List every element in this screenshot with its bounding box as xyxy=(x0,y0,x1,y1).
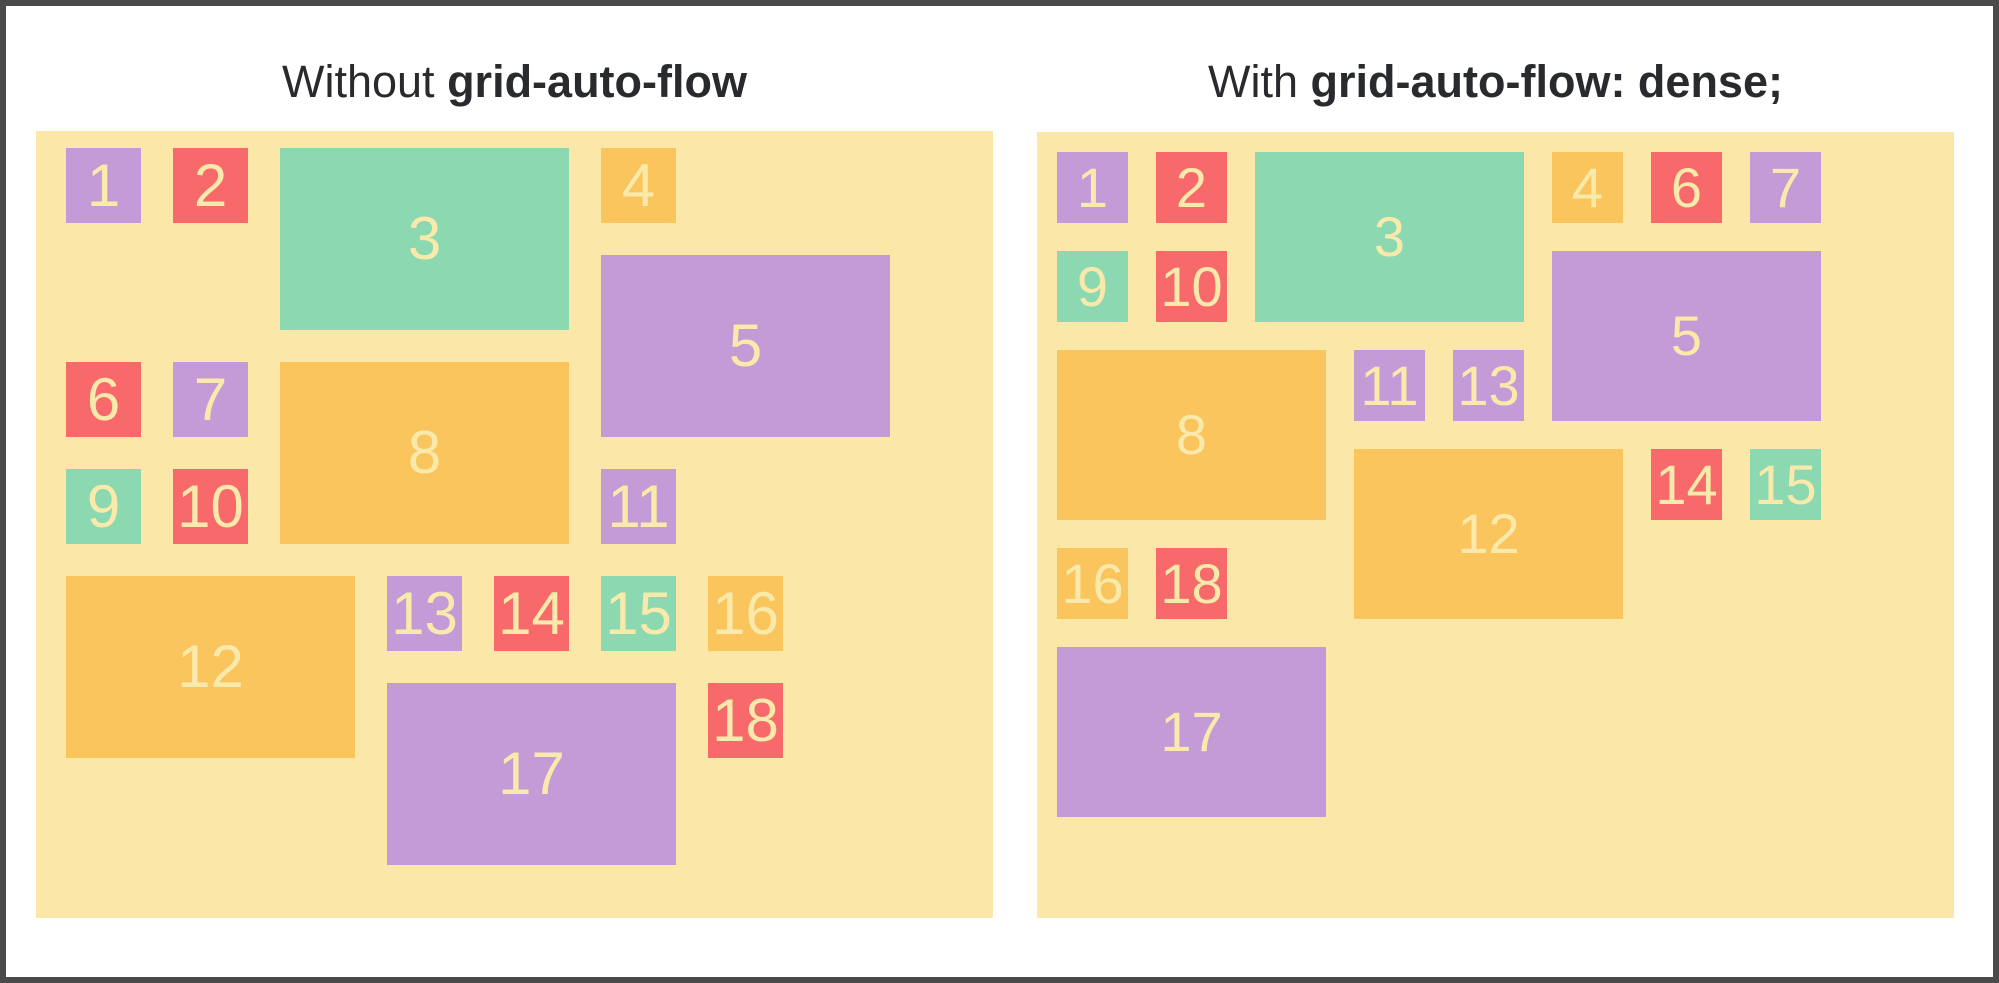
grid-item-8: 8 xyxy=(280,362,569,544)
grid-item-13: 13 xyxy=(387,576,462,651)
grid-item-14: 14 xyxy=(494,576,569,651)
grid-item-5: 5 xyxy=(601,255,890,437)
grid-item-11: 11 xyxy=(1354,350,1425,421)
grid-item-7: 7 xyxy=(173,362,248,437)
grid-item-8: 8 xyxy=(1057,350,1326,520)
grid-item-3: 3 xyxy=(1255,152,1524,322)
grid-item-18: 18 xyxy=(708,683,783,758)
grid-item-14: 14 xyxy=(1651,449,1722,520)
panel-title-dense: With grid-auto-flow: dense; xyxy=(1037,56,1954,108)
grid-item-17: 17 xyxy=(1057,647,1326,817)
grid-item-9: 9 xyxy=(1057,251,1128,322)
grid-item-1: 1 xyxy=(66,148,141,223)
grid-item-4: 4 xyxy=(601,148,676,223)
grid-item-6: 6 xyxy=(1651,152,1722,223)
grid-item-6: 6 xyxy=(66,362,141,437)
grid-item-13: 13 xyxy=(1453,350,1524,421)
grid-item-15: 15 xyxy=(1750,449,1821,520)
grid-item-12: 12 xyxy=(66,576,355,758)
grid-item-2: 2 xyxy=(1156,152,1227,223)
grid-item-2: 2 xyxy=(173,148,248,223)
grid-item-12: 12 xyxy=(1354,449,1623,619)
title-code-text: grid-auto-flow xyxy=(447,56,747,107)
grid-item-4: 4 xyxy=(1552,152,1623,223)
grid-item-15: 15 xyxy=(601,576,676,651)
panel-title-without: Without grid-auto-flow xyxy=(36,56,993,108)
grid-item-18: 18 xyxy=(1156,548,1227,619)
grid-item-1: 1 xyxy=(1057,152,1128,223)
grid-item-10: 10 xyxy=(1156,251,1227,322)
grid-item-5: 5 xyxy=(1552,251,1821,421)
grid-item-11: 11 xyxy=(601,469,676,544)
title-normal-text: With xyxy=(1208,56,1311,107)
grid-item-3: 3 xyxy=(280,148,569,330)
grid-item-9: 9 xyxy=(66,469,141,544)
grid-item-16: 16 xyxy=(1057,548,1128,619)
grid-item-7: 7 xyxy=(1750,152,1821,223)
title-code-text: grid-auto-flow: dense; xyxy=(1310,56,1783,107)
grid-item-17: 17 xyxy=(387,683,676,865)
title-normal-text: Without xyxy=(282,56,448,107)
grid-item-10: 10 xyxy=(173,469,248,544)
grid-item-16: 16 xyxy=(708,576,783,651)
